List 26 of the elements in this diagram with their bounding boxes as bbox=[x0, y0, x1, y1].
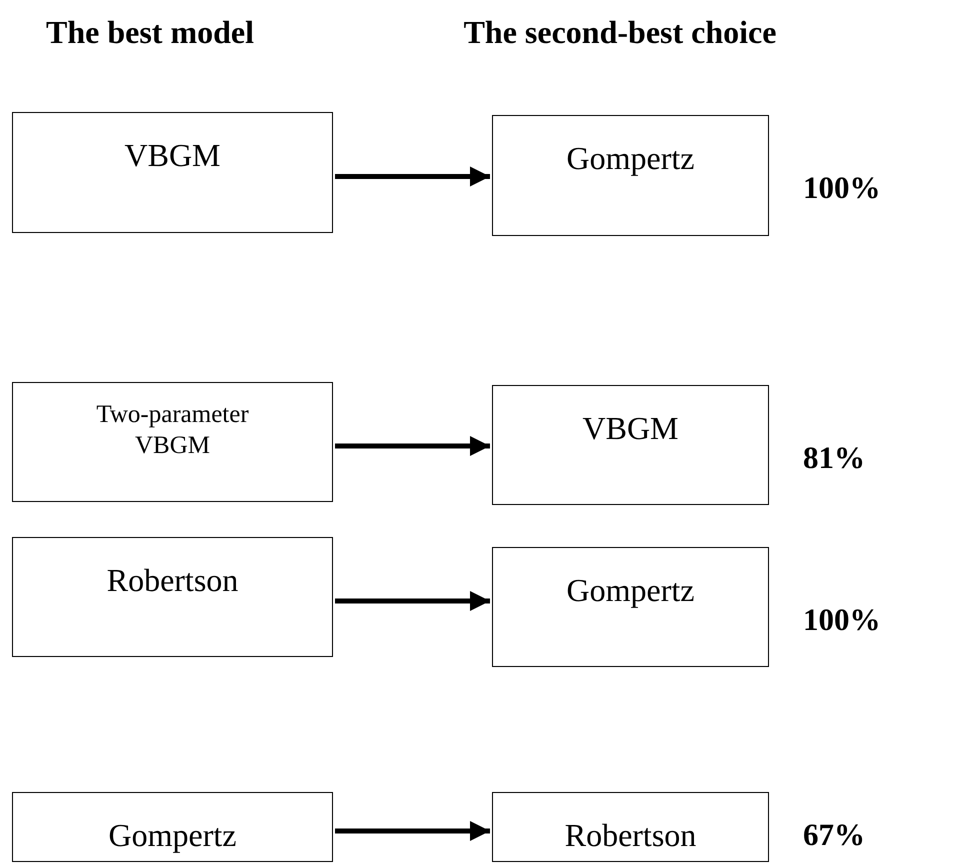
percentage-label: 100% bbox=[803, 170, 880, 206]
model-box bbox=[12, 537, 333, 657]
model-name: Gompertz bbox=[566, 571, 694, 610]
model-name: VBGM bbox=[582, 409, 678, 448]
model-box bbox=[492, 547, 769, 667]
model-name: Two-parameter VBGM bbox=[95, 400, 250, 462]
model-box bbox=[12, 112, 333, 233]
arrow bbox=[335, 436, 490, 456]
model-box bbox=[492, 385, 769, 505]
model-name: Robertson bbox=[564, 816, 696, 855]
model-name: Robertson bbox=[106, 561, 238, 600]
model-name: VBGM bbox=[124, 136, 220, 175]
arrow bbox=[335, 821, 490, 841]
percentage-label: 67% bbox=[803, 817, 865, 853]
percentage-label: 100% bbox=[803, 602, 880, 638]
percentage-label: 81% bbox=[803, 440, 865, 476]
column-heading: The best model bbox=[46, 14, 254, 51]
model-name: Gompertz bbox=[108, 816, 236, 855]
model-box bbox=[12, 382, 333, 502]
arrow bbox=[335, 591, 490, 611]
model-box bbox=[492, 115, 769, 236]
model-box bbox=[492, 792, 769, 862]
model-name: Gompertz bbox=[566, 139, 694, 178]
arrow bbox=[335, 166, 490, 186]
model-box bbox=[12, 792, 333, 862]
column-heading: The second-best choice bbox=[464, 14, 776, 51]
